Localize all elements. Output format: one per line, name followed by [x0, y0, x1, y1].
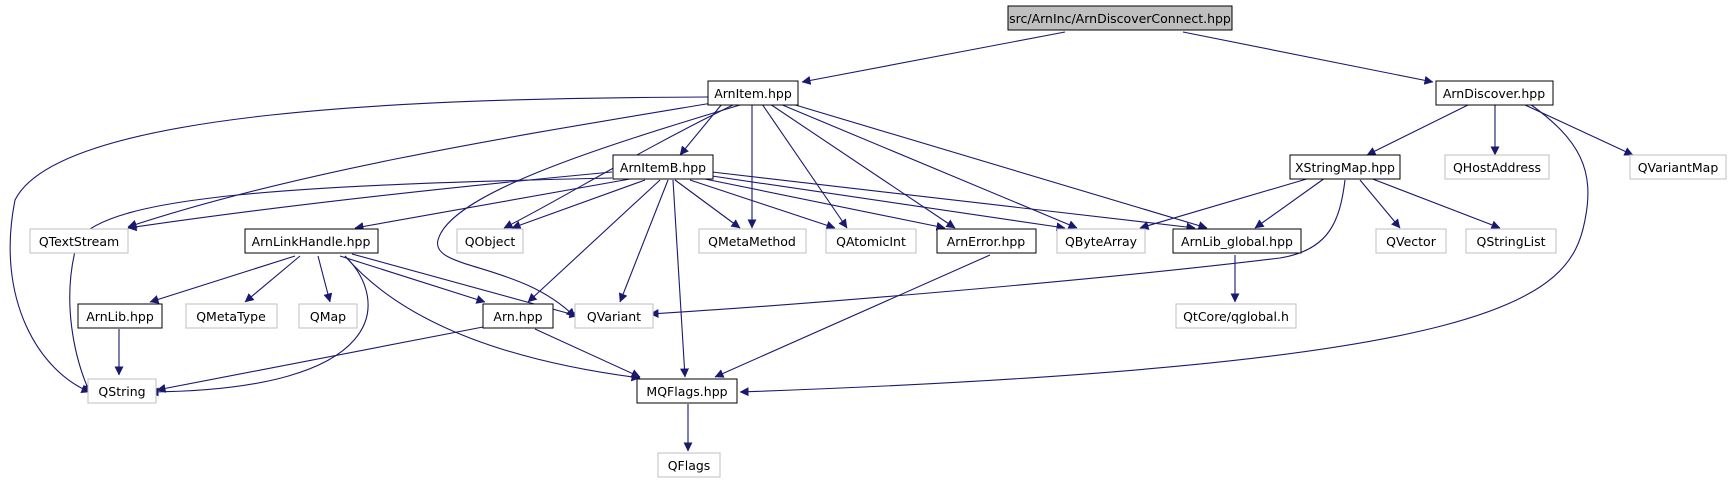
node-qhostaddress[interactable]: QHostAddress [1444, 154, 1550, 180]
edge-arndiscover-to-xstringmap [1366, 103, 1471, 156]
node-label: ArnLib_global.hpp [1181, 234, 1293, 249]
node-qstring[interactable]: QString [87, 378, 157, 404]
edge-arnitemb-to-qstring [69, 177, 613, 394]
node-label: QVariantMap [1638, 160, 1719, 175]
edge-arnitemb-to-mqflags [672, 179, 689, 378]
node-qmetamethod[interactable]: QMetaMethod [698, 228, 807, 254]
node-qmetatype[interactable]: QMetaType [185, 303, 278, 329]
node-label: QMetaMethod [708, 234, 796, 249]
edge-xstringmap-to-qvector [1359, 179, 1401, 229]
node-arnlib[interactable]: ArnLib.hpp [77, 303, 163, 329]
edge-arnitem-to-qstring [9, 96, 709, 393]
node-label: QMetaType [196, 309, 266, 324]
node-label: QAtomicInt [836, 234, 906, 249]
node-arndiscover[interactable]: ArnDiscover.hpp [1435, 80, 1554, 106]
edge-arnitemb-to-qobject [511, 179, 646, 230]
edge-arnitemb-to-qvariant [618, 179, 669, 303]
edge-arnitem-to-qatomicint [761, 103, 848, 229]
node-label: QByteArray [1065, 234, 1138, 249]
node-label: QVector [1386, 234, 1437, 249]
node-label: QFlags [668, 458, 711, 473]
edge-arnerror-to-mqflags [714, 254, 991, 378]
edge-arnitemb-to-arn [527, 179, 661, 303]
edge-arnitem-to-qvariant [437, 104, 741, 318]
edge-root-to-arndiscover [1182, 31, 1434, 85]
node-qtcore-qglobal[interactable]: QtCore/qglobal.h [1175, 303, 1297, 329]
node-label: ArnLib.hpp [86, 309, 154, 324]
node-qvariantmap[interactable]: QVariantMap [1629, 154, 1727, 180]
node-label: QTextStream [39, 234, 119, 249]
node-label: ArnLinkHandle.hpp [252, 234, 371, 249]
edge-arnlinkhandle-to-qmap [317, 255, 333, 303]
edge-xstringmap-to-qstringlist [1369, 177, 1501, 230]
edge-arnlinkhandle-to-qstring [149, 255, 369, 397]
edge-arnitemb-to-qtextstream [127, 171, 613, 232]
edge-root-to-arnitem [801, 31, 1066, 85]
edge-arnitem-to-qtextstream [127, 102, 713, 229]
node-label: QMap [310, 309, 346, 324]
edge-arnitemb-to-qatomicint [689, 179, 836, 230]
node-label: QHostAddress [1453, 160, 1541, 175]
node-label: ArnDiscover.hpp [1443, 86, 1545, 101]
node-label: Arn.hpp [493, 309, 542, 324]
node-arnlib-global[interactable]: ArnLib_global.hpp [1172, 228, 1302, 254]
edge-arn-to-mqflags [534, 328, 641, 378]
edge-arnlinkhandle-to-mqflags [344, 255, 641, 382]
node-label: XStringMap.hpp [1295, 160, 1395, 175]
node-arn[interactable]: Arn.hpp [482, 303, 554, 329]
node-qobject[interactable]: QObject [456, 228, 524, 254]
edge-xstringmap-to-qvariant [649, 179, 1346, 318]
edge-arnitemb-to-qmetamethod [674, 179, 741, 229]
node-qvector[interactable]: QVector [1375, 228, 1447, 254]
node-xstringmap[interactable]: XStringMap.hpp [1289, 154, 1401, 180]
edge-arnlinkhandle-to-arn [339, 255, 486, 304]
node-qstringlist[interactable]: QStringList [1465, 228, 1557, 254]
edge-arnlinkhandle-to-qmetatype [244, 255, 301, 303]
node-label: QString [98, 384, 145, 399]
node-arnlinkhandle[interactable]: ArnLinkHandle.hpp [244, 228, 379, 254]
edge-arndiscover-to-mqflags [739, 103, 1589, 397]
edge-arnitemb-to-arnlinkhandle [354, 178, 631, 231]
node-label: ArnItemB.hpp [620, 160, 706, 175]
node-qatomicint[interactable]: QAtomicInt [825, 228, 917, 254]
node-label: QObject [465, 234, 516, 249]
node-arnitem[interactable]: ArnItem.hpp [707, 80, 799, 106]
edge-xstringmap-to-qbytearray [1139, 177, 1311, 230]
node-qflags[interactable]: QFlags [657, 452, 721, 478]
node-root-file[interactable]: src/ArnInc/ArnDiscoverConnect.hpp [1007, 5, 1233, 31]
node-label: ArnError.hpp [947, 234, 1026, 249]
node-label: QVariant [587, 309, 641, 324]
edge-arn-to-qstring [156, 326, 484, 393]
edge-arnitemb-to-arnlibglobal [711, 171, 1196, 232]
node-label: QStringList [1477, 234, 1546, 249]
edge-xstringmap-to-arnlibglobal [1254, 177, 1326, 229]
node-qtextstream[interactable]: QTextStream [29, 228, 129, 254]
node-arnerror[interactable]: ArnError.hpp [936, 228, 1037, 254]
node-qmap[interactable]: QMap [298, 303, 358, 329]
node-arnitemb[interactable]: ArnItemB.hpp [612, 154, 714, 180]
edge-arnitemb-to-qbytearray [711, 175, 1066, 232]
node-label: MQFlags.hpp [646, 384, 727, 399]
node-qbytearray[interactable]: QByteArray [1056, 228, 1146, 254]
edge-arnitem-to-qbytearray [779, 103, 1078, 229]
node-label: QtCore/qglobal.h [1183, 309, 1289, 324]
node-qvariant[interactable]: QVariant [574, 303, 654, 329]
node-label: src/ArnInc/ArnDiscoverConnect.hpp [1009, 11, 1231, 26]
edge-arnlinkhandle-to-arnlib [149, 255, 296, 304]
edge-arnitem-to-arnitemb [679, 103, 723, 156]
edge-arnitem-to-arnlibglobal [791, 103, 1208, 230]
edge-arnitemb-to-arnerror [699, 177, 946, 231]
node-mqflags[interactable]: MQFlags.hpp [636, 378, 738, 404]
node-label: ArnItem.hpp [714, 86, 792, 101]
